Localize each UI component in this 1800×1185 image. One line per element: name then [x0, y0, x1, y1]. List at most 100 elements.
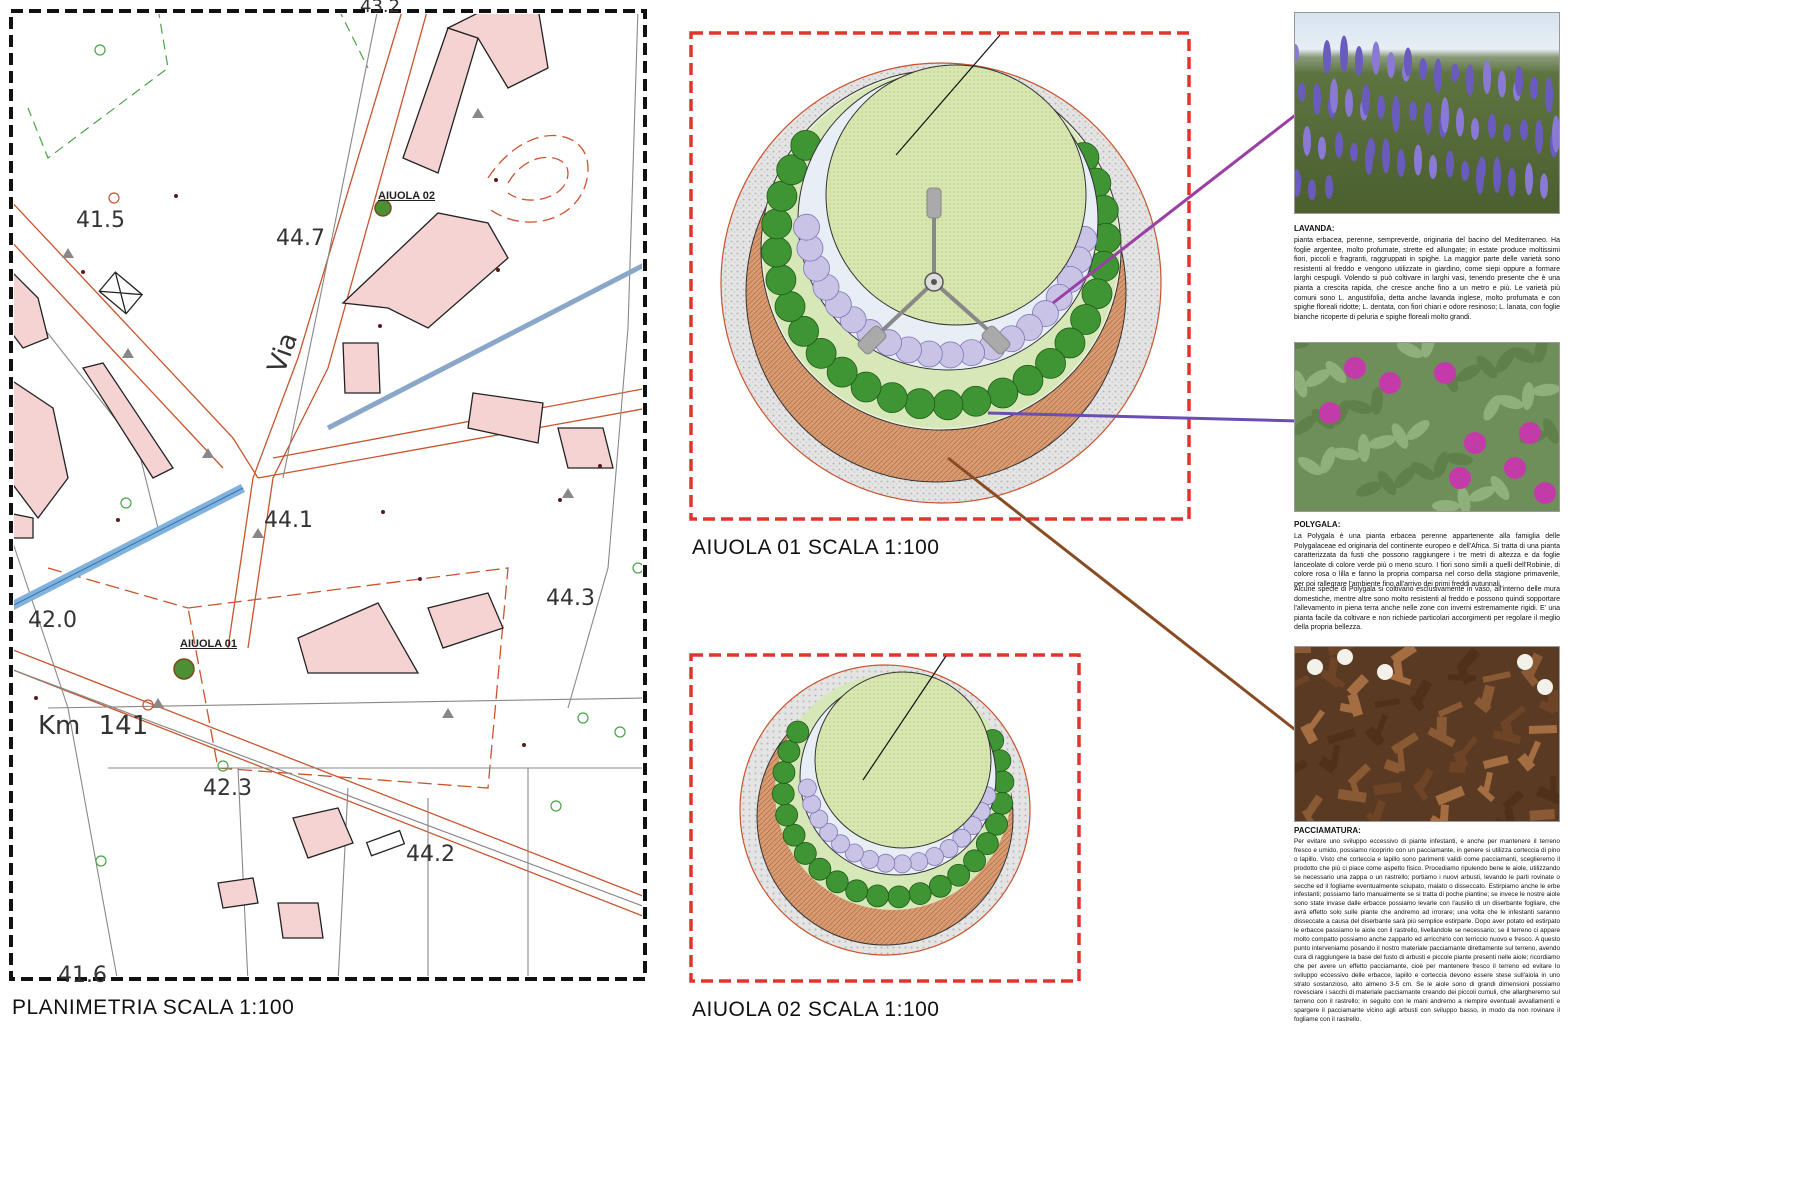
bark-chip — [1327, 647, 1354, 657]
lavender-spike — [1493, 157, 1501, 193]
white-flower — [1377, 664, 1393, 680]
bark-chip — [1346, 674, 1369, 697]
polygala-shrub — [761, 236, 792, 268]
lavender-spike — [1461, 161, 1469, 181]
polygala-leaf — [1509, 347, 1537, 363]
polygala-shrub — [850, 371, 882, 403]
bark-chip — [1391, 732, 1419, 754]
polygala-shrub — [1035, 347, 1066, 379]
polygala-flower — [1519, 422, 1541, 444]
polygala-photo — [1294, 342, 1560, 512]
polygala-text-2: Alcune specie di Polygala si coltivano e… — [1294, 586, 1560, 632]
lavender-spike — [1298, 82, 1306, 102]
lavender-spike — [1545, 77, 1553, 113]
bark-chip — [1365, 812, 1382, 821]
lavender-spike — [1441, 97, 1449, 133]
bark-chip — [1326, 728, 1356, 745]
bark-chip — [1300, 723, 1318, 745]
map-label-44-2: 44.2 — [406, 842, 455, 867]
polygala-leaf — [1394, 466, 1416, 488]
lavender-plant — [939, 839, 959, 858]
bark-chip — [1520, 667, 1539, 687]
bark-chip — [1529, 809, 1555, 821]
bark-chip — [1339, 703, 1357, 714]
polygala-leaf — [1397, 343, 1423, 359]
polygala-shrub — [782, 823, 806, 847]
lavender-spike — [1483, 60, 1491, 94]
polygala-leaf — [1295, 343, 1309, 349]
polygala-leaf — [1370, 387, 1384, 415]
polygala-shrub — [793, 842, 817, 865]
polygala-leaf — [1445, 452, 1473, 466]
lavender-plant — [831, 834, 850, 854]
bark-chip — [1295, 647, 1311, 653]
lavender-spike — [1429, 155, 1437, 179]
lavender-spike — [1540, 173, 1548, 199]
lawn-center — [814, 671, 992, 849]
bark-chip — [1347, 693, 1364, 717]
bark-chip — [1483, 771, 1493, 792]
map-label-44-1: 44.1 — [264, 508, 313, 533]
bark-chip — [1318, 668, 1346, 689]
bark-chip — [1318, 756, 1338, 774]
polygala-flower — [1464, 432, 1486, 454]
lavender-spike — [1451, 64, 1459, 82]
polygala-shrub — [876, 382, 908, 414]
polygala-flower — [1434, 362, 1456, 384]
aiuola-02-frame — [689, 653, 1081, 983]
bark-chip — [1390, 647, 1417, 665]
polygala-flower — [1504, 457, 1526, 479]
polygala-shrub — [975, 832, 999, 855]
polygala-shrub — [963, 849, 986, 873]
map-label-41-5: 41.5 — [76, 208, 125, 233]
bark-chip — [1437, 701, 1463, 718]
polygala-shrub — [987, 377, 1019, 409]
lavender-spike — [1345, 89, 1353, 117]
bark-chip — [1476, 785, 1496, 803]
site-plan-frame — [9, 9, 647, 981]
bark-chip — [1459, 736, 1478, 758]
polygala-leaf — [1490, 476, 1510, 500]
bark-chip — [1528, 725, 1557, 734]
lavender-spike — [1325, 175, 1333, 199]
aiuola-01-marker — [173, 658, 195, 680]
lavender-spike — [1488, 113, 1496, 139]
bark-chip — [1452, 750, 1469, 769]
lavender-plant — [909, 852, 929, 872]
polygala-shrub — [908, 882, 932, 905]
lavender-spike — [1434, 58, 1442, 94]
polygala-leaf — [1532, 383, 1559, 397]
polygala-leaf — [1476, 355, 1498, 379]
polygala-shrub — [761, 208, 793, 240]
polygala-shrub — [805, 337, 837, 369]
polygala-shrub — [808, 857, 832, 881]
polygala-shrub — [772, 761, 796, 784]
lavender-spike — [1471, 118, 1479, 140]
polygala-shrub — [932, 389, 964, 421]
bark-chip — [1504, 808, 1517, 821]
lavender-spike — [1308, 179, 1316, 201]
polygala-leaf — [1377, 470, 1397, 496]
lavanda-text: pianta erbacea, perenne, sempreverde, or… — [1294, 237, 1560, 321]
lavender-spike — [1530, 76, 1538, 100]
lavender-plant — [802, 794, 822, 814]
lavender-spike — [1392, 95, 1400, 133]
polygala-shrub — [826, 356, 858, 388]
pacciamatura-text: Per evitare uno sviluppo eccessivo di pi… — [1294, 838, 1560, 1024]
polygala-shrub — [765, 264, 797, 296]
lavender-plant — [952, 828, 972, 848]
polygala-leaf — [1297, 456, 1323, 476]
bark-chip — [1517, 753, 1536, 772]
polygala-leaf — [1410, 462, 1436, 480]
polygala-shrub — [960, 385, 992, 417]
lavender-spike — [1456, 107, 1464, 137]
polygala-leaf — [1305, 369, 1331, 387]
lavender-spike — [1323, 40, 1331, 74]
polygala-leaf — [1332, 447, 1360, 461]
polygala-flower — [1379, 372, 1401, 394]
lavender-row — [797, 778, 997, 874]
map-label-44-3: 44.3 — [546, 586, 595, 611]
aiuola-02-caption: AIUOLA 02 SCALA 1:100 — [692, 998, 940, 1021]
lavender-spike — [1367, 138, 1375, 160]
polygala-leaf — [1433, 451, 1449, 479]
